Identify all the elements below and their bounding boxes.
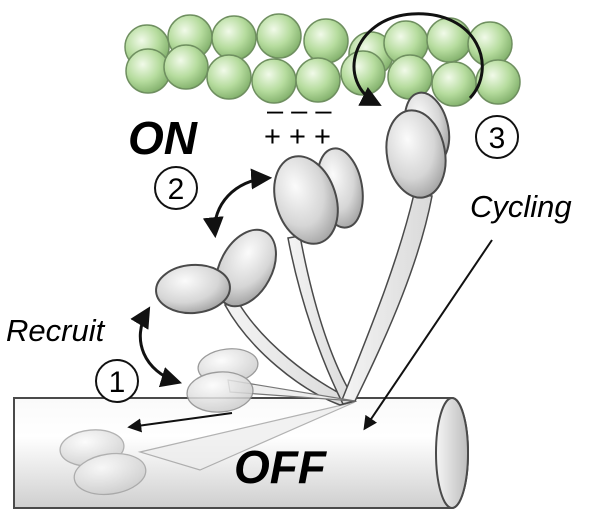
negative-charge-label: – – – [267,95,332,127]
actin-bead [475,59,521,105]
actin-bead [295,57,341,103]
arrows [127,12,493,433]
actin-bead [125,48,171,94]
off-release-arrow [127,412,233,433]
actin-bead [303,18,349,64]
off-label: OFF [234,441,328,493]
cycling-label: Cycling [470,189,572,224]
actin-bead [340,50,386,96]
step-3-circle [475,115,519,159]
myosin-off-state-heads [186,348,259,413]
on-label: ON [128,112,198,164]
step-1-number: 1 [109,366,126,399]
actin-bead [206,54,252,100]
myosin-cycling-heads[interactable] [380,88,456,202]
step-2-circle [154,166,198,210]
actin-filament [124,13,521,107]
actin-bead [426,17,472,63]
recruit-label: Recruit [6,313,106,348]
step-1-circle [95,359,139,403]
actin-bead [256,13,302,59]
actin-bead [431,61,477,107]
recruit-arrow [130,306,183,388]
step-2-number: 2 [168,173,185,206]
actin-bead [211,15,257,61]
myosin-recruited-heads[interactable] [154,220,288,317]
myosin-necks [223,193,433,406]
myosin-on-state-heads[interactable] [264,145,369,252]
positive-charge-label: + + + [264,121,331,153]
step-markers: 1 2 3 [95,115,519,403]
on-transition-arrow [202,168,273,239]
myosin-off-state-lower [59,401,356,496]
step-3-number: 3 [489,122,506,155]
cycling-pointer-arrow [363,239,493,431]
actin-bead [467,21,513,67]
actin-bead [163,44,209,90]
text-labels: ON OFF Recruit Cycling – – – + + + [6,95,572,493]
cycling-loop-arrow [352,12,484,106]
